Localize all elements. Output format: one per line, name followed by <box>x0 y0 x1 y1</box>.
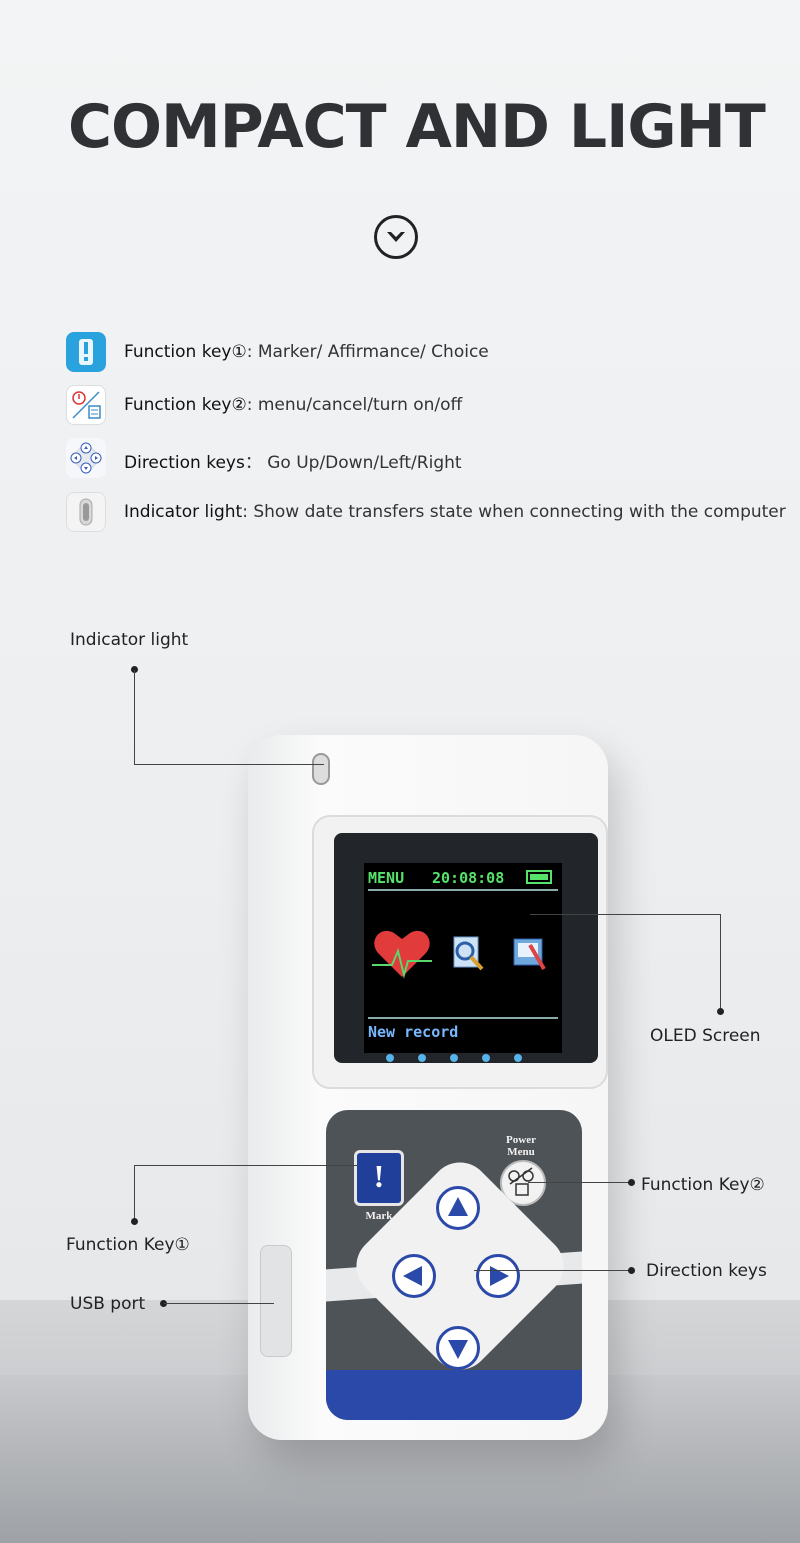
callout-line <box>474 1270 632 1271</box>
callout-dot <box>131 666 138 673</box>
screen-footer: New record <box>368 1023 459 1041</box>
callout-line <box>134 670 135 765</box>
feature-label: Direction keys <box>124 453 245 473</box>
callout-line <box>720 914 721 1010</box>
power-menu-key-icon <box>66 385 106 425</box>
power-label: Power <box>506 1134 536 1146</box>
callout-usb-port: USB port <box>70 1294 146 1314</box>
left-arrow-button[interactable] <box>392 1254 436 1298</box>
screen-divider <box>368 1017 558 1019</box>
callout-line <box>134 1165 358 1166</box>
callout-line <box>164 1303 274 1304</box>
callout-dot <box>131 1218 138 1225</box>
exclamation-key-icon <box>66 332 106 372</box>
down-arrow-button[interactable] <box>436 1326 480 1370</box>
callout-function-key-1: Function Key① <box>66 1235 190 1255</box>
callout-line <box>530 914 720 915</box>
feature-text: ： Go Up/Down/Left/Right <box>244 453 462 473</box>
direction-pad-icon <box>66 438 106 478</box>
feature-label: Indicator light <box>124 502 243 522</box>
callout-line <box>528 1182 632 1183</box>
screen-time: 20:08:08 <box>432 869 505 887</box>
menu-label: Menu <box>507 1146 535 1158</box>
callout-line <box>134 764 324 765</box>
oled-screen: MENU 20:08:08 New record <box>364 863 562 1053</box>
screen-frame: MENU 20:08:08 New record <box>334 833 598 1063</box>
right-arrow-button[interactable] <box>476 1254 520 1298</box>
feature-function-key-2: Function key②: menu/cancel/turn on/off <box>66 385 786 425</box>
callout-direction-keys: Direction keys <box>646 1261 767 1281</box>
feature-direction-keys: Direction keys： Go Up/Down/Left/Right <box>66 438 786 478</box>
callout-dot <box>628 1267 635 1274</box>
callout-oled-screen: OLED Screen <box>650 1026 761 1046</box>
mark-button[interactable] <box>354 1150 404 1206</box>
page-indicator-dots <box>386 1049 546 1067</box>
up-arrow-button[interactable] <box>436 1186 480 1230</box>
indicator-light <box>312 753 330 785</box>
keypad: Mark Power Menu <box>326 1110 582 1420</box>
page-title: COMPACT AND LIGHT <box>68 92 766 162</box>
callout-dot <box>160 1300 167 1307</box>
heart-ecg-icon <box>372 925 432 986</box>
feature-text: : Marker/ Affirmance/ Choice <box>246 342 489 362</box>
mark-label: Mark <box>365 1210 393 1222</box>
search-review-icon <box>448 933 488 978</box>
feature-label: Function key② <box>124 395 247 415</box>
usb-port <box>260 1245 292 1357</box>
callout-indicator-light: Indicator light <box>70 630 189 650</box>
ecg-holter-device: MENU 20:08:08 New record <box>248 735 608 1440</box>
feature-text: : menu/cancel/turn on/off <box>246 395 463 415</box>
feature-indicator-light: Indicator light: Show date transfers sta… <box>66 492 786 532</box>
callout-line <box>134 1165 135 1220</box>
callout-dot <box>717 1008 724 1015</box>
battery-icon <box>526 870 552 884</box>
indicator-light-icon <box>66 492 106 532</box>
callout-dot <box>628 1179 635 1186</box>
screen-bezel: MENU 20:08:08 New record <box>312 815 608 1089</box>
feature-label: Function key① <box>124 342 247 362</box>
screen-menu-label: MENU <box>368 869 405 887</box>
chevron-down-icon[interactable] <box>374 215 418 259</box>
feature-text: : Show date transfers state when connect… <box>242 502 786 522</box>
callout-function-key-2: Function Key② <box>641 1175 765 1195</box>
screen-divider <box>368 889 558 891</box>
keypad-blue-base <box>326 1370 582 1420</box>
settings-tools-icon <box>510 933 550 978</box>
feature-function-key-1: Function key①: Marker/ Affirmance/ Choic… <box>66 332 786 372</box>
